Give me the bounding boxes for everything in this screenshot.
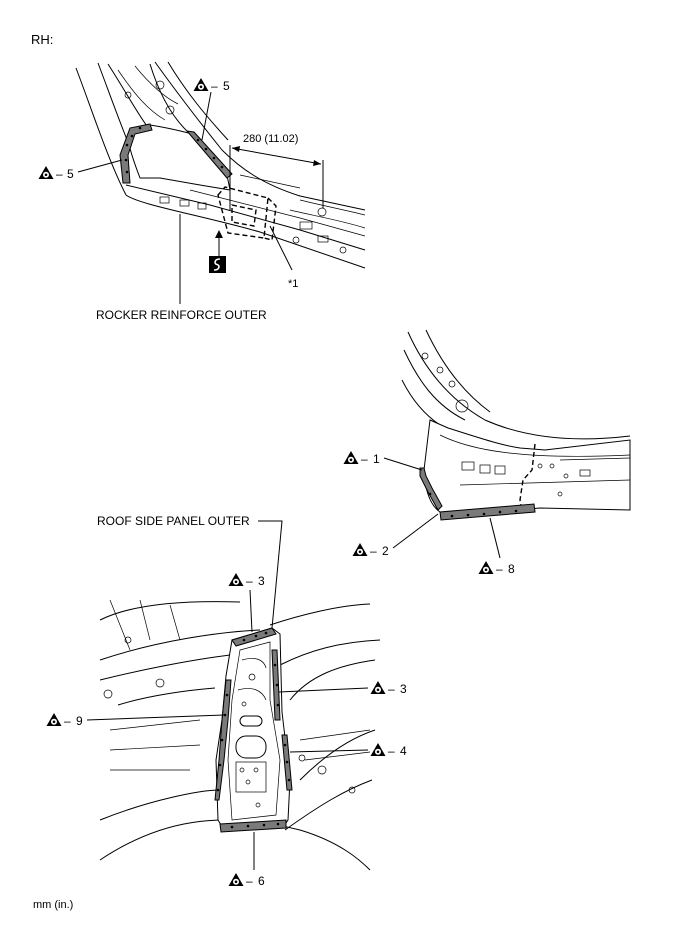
svg-text:2: 2 (382, 544, 389, 558)
svg-text:–: – (496, 562, 503, 576)
spot-weld-triangle-icon (370, 681, 386, 694)
weld-callout-5-left: – 5 (38, 159, 123, 181)
dimension-label: 280 (11.02) (243, 133, 298, 145)
top-view-illustration (75, 61, 366, 304)
svg-text:4: 4 (400, 744, 407, 758)
svg-text:1: 1 (373, 452, 380, 466)
svg-text:–: – (388, 682, 395, 696)
weld-callout-3-right: – 3 (278, 681, 407, 696)
saw-cut-icon (209, 256, 226, 273)
middle-view-illustration (401, 329, 631, 521)
svg-text:5: 5 (67, 167, 74, 181)
svg-text:8: 8 (508, 562, 515, 576)
rocker-reinforce-outer-label: ROCKER REINFORCE OUTER (96, 308, 267, 322)
spot-weld-triangle-icon (46, 713, 62, 726)
weld-callout-5-upper: – 5 (193, 78, 230, 141)
svg-text:–: – (370, 544, 377, 558)
spot-weld-triangle-icon (228, 573, 244, 586)
svg-text:5: 5 (223, 79, 230, 93)
weld-callout-8: – 8 (478, 517, 515, 576)
spot-weld-triangle-icon (478, 561, 494, 574)
unit-note: mm (in.) (33, 899, 73, 911)
svg-text:9: 9 (76, 714, 83, 728)
svg-text:–: – (388, 744, 395, 758)
svg-text:–: – (246, 574, 253, 588)
svg-text:–: – (246, 874, 253, 888)
spot-weld-triangle-icon (193, 78, 209, 91)
svg-text:–: – (361, 452, 368, 466)
weld-callout-4: – 4 (289, 743, 407, 758)
weld-callout-9: – 9 (46, 713, 225, 728)
note-1-label: *1 (288, 278, 298, 290)
svg-text:3: 3 (258, 574, 265, 588)
svg-text:–: – (211, 79, 218, 93)
weld-callout-6: – 6 (228, 832, 265, 888)
spot-weld-triangle-icon (352, 543, 368, 556)
weld-callout-1: – 1 (343, 451, 423, 471)
spot-weld-triangle-icon (370, 743, 386, 756)
roof-side-panel-outer-label: ROOF SIDE PANEL OUTER (97, 514, 250, 528)
svg-text:–: – (56, 167, 63, 181)
side-label: RH: (31, 32, 53, 47)
spot-weld-triangle-icon (343, 451, 359, 464)
bottom-view-illustration (99, 599, 381, 871)
svg-text:–: – (64, 714, 71, 728)
weld-callout-3-top: – 3 (228, 573, 265, 633)
weld-callout-2: – 2 (352, 513, 439, 558)
svg-text:3: 3 (400, 682, 407, 696)
spot-weld-triangle-icon (38, 166, 54, 179)
spot-weld-triangle-icon (228, 873, 244, 886)
svg-text:6: 6 (258, 874, 265, 888)
